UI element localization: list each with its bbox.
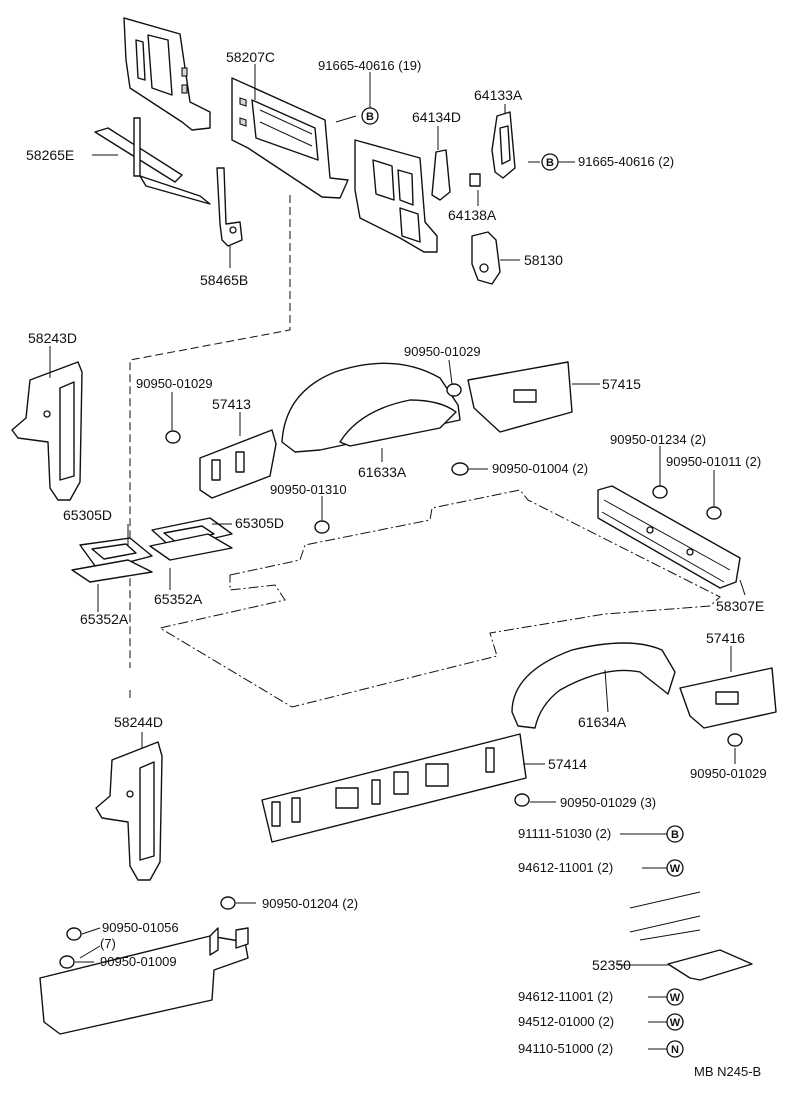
symbol-b-icon: B: [666, 825, 684, 843]
symbol-w-icon: W: [666, 1013, 684, 1031]
part-58130: [471, 231, 501, 285]
label-90950-01056: 90950-01056: [102, 920, 179, 935]
label-58130: 58130: [524, 252, 563, 268]
part-64138a: [469, 173, 481, 187]
part-65352a-left: [71, 559, 153, 583]
part-58244d: [95, 741, 163, 881]
label-90950-01029-b: 90950-01029: [136, 376, 213, 391]
part-58465b: [216, 167, 243, 247]
part-58265e: [94, 117, 211, 205]
label-90950-01234-2: 90950-01234 (2): [610, 432, 706, 447]
label-64133a: 64133A: [474, 87, 523, 103]
grommet-icon: [165, 430, 181, 444]
label-57414: 57414: [548, 756, 587, 772]
part-61634a: [511, 642, 676, 729]
part-57414: [261, 733, 527, 843]
label-94612-11001-b: 94612-11001 (2): [518, 989, 613, 1004]
label-90950-01056-qty: (7): [100, 936, 116, 951]
rear-upper-panel: [123, 17, 211, 131]
label-65352a-b: 65352A: [80, 611, 129, 627]
part-58307e: [597, 485, 741, 589]
floor-outline: [158, 489, 721, 708]
label-94110-51000-2: 94110-51000 (2): [518, 1041, 613, 1056]
part-61633a: [281, 362, 461, 453]
grommet-icon: [66, 927, 82, 941]
label-64138a: 64138A: [448, 207, 497, 223]
part-65305d-right: [151, 517, 233, 549]
label-57416: 57416: [706, 630, 745, 646]
symbol-b-icon: B: [361, 107, 379, 125]
rear-center-panel: [354, 139, 438, 253]
label-57415: 57415: [602, 376, 641, 392]
symbol-b-icon: B: [541, 153, 559, 171]
label-91665-40616-2: 91665-40616 (2): [578, 154, 674, 169]
part-58243d: [11, 361, 83, 501]
label-90950-01029-3: 90950-01029 (3): [560, 795, 656, 810]
part-64134d: [431, 149, 451, 201]
diagram-code: MB N245-B: [694, 1064, 761, 1079]
svg-text:W: W: [670, 1017, 681, 1029]
label-91111-51030-2: 91111-51030 (2): [518, 826, 611, 841]
label-58207c: 58207C: [226, 49, 275, 65]
label-94512-01000-2: 94512-01000 (2): [518, 1014, 614, 1029]
label-57413: 57413: [212, 396, 251, 412]
label-90950-01009: 90950-01009: [100, 954, 177, 969]
symbol-n-icon: N: [666, 1040, 684, 1058]
label-90950-01310: 90950-01310: [270, 482, 347, 497]
part-57413: [199, 429, 277, 499]
part-65352a-right: [149, 533, 233, 561]
grommet-icon: [446, 383, 462, 397]
label-90950-01029-c: 90950-01029: [690, 766, 767, 781]
part-65305d-left: [79, 537, 153, 571]
svg-text:B: B: [546, 157, 554, 169]
reference-dash-line: [129, 195, 291, 668]
svg-text:B: B: [671, 829, 679, 841]
part-rocker-sill: [39, 927, 249, 1035]
label-91665-40616-19: 91665-40616 (19): [318, 58, 421, 73]
svg-text:W: W: [670, 863, 681, 875]
label-58244d: 58244D: [114, 714, 163, 730]
label-64134d: 64134D: [412, 109, 461, 125]
label-90950-01004-2: 90950-01004 (2): [492, 461, 588, 476]
grommet-icon: [451, 462, 469, 476]
label-61634a: 61634A: [578, 714, 627, 730]
label-61633a: 61633A: [358, 464, 407, 480]
part-58207c: [231, 77, 349, 199]
label-58465b: 58465B: [200, 272, 248, 288]
label-90950-01029-a: 90950-01029: [404, 344, 481, 359]
grommet-icon: [652, 485, 668, 499]
svg-text:N: N: [671, 1044, 679, 1056]
part-64133a: [491, 111, 516, 179]
svg-text:W: W: [670, 992, 681, 1004]
label-58265e: 58265E: [26, 147, 74, 163]
part-57416: [679, 667, 777, 729]
leader-lines: [49, 64, 746, 1050]
grommet-icon: [706, 506, 722, 520]
label-65305d-a: 65305D: [63, 507, 112, 523]
symbol-w-icon: W: [666, 859, 684, 877]
symbol-w-icon: W: [666, 988, 684, 1006]
label-94612-11001-a: 94612-11001 (2): [518, 860, 613, 875]
label-90950-01011-2: 90950-01011 (2): [666, 454, 761, 469]
label-58243d: 58243D: [28, 330, 77, 346]
label-65305d-b: 65305D: [235, 515, 284, 531]
label-52350: 52350: [592, 957, 631, 973]
grommet-icon: [220, 896, 236, 910]
grommet-icon: [314, 520, 330, 534]
part-52350: [667, 949, 753, 981]
label-58307e: 58307E: [716, 598, 764, 614]
grommet-icon: [727, 733, 743, 747]
svg-text:B: B: [366, 111, 374, 123]
grommet-icon: [514, 793, 530, 807]
label-90950-01204-2: 90950-01204 (2): [262, 896, 358, 911]
shim-lines: [629, 891, 701, 941]
grommet-icon: [59, 955, 75, 969]
part-57415: [467, 361, 573, 433]
label-65352a-a: 65352A: [154, 591, 203, 607]
